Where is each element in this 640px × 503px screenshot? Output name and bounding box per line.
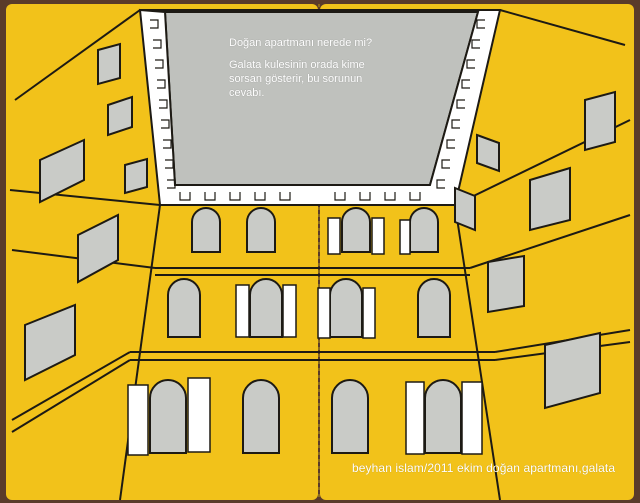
windows-back-row-3 [149,379,462,454]
artist-credit: beyhan islam/2011 ekim doğan apartmanı,g… [352,461,616,475]
answer-line: cevabı. [229,87,265,99]
question-text: Doğan apartmanı nerede mi? [229,37,373,49]
answer-line: Galata kulesinin orada kime [229,59,365,71]
answer-text: Galata kulesinin orada kime sorsan göste… [229,58,419,100]
windows-left-wall [24,42,148,382]
answer-line: sorsan gösterir, bu sorunun [229,73,363,85]
windows-right-wall [454,90,616,410]
open-shutters [127,217,483,456]
cornice-frame [138,8,502,206]
windows-back-row-1 [191,207,439,253]
cornice-dentils [150,19,485,201]
windows-back-row-2 [167,278,451,338]
